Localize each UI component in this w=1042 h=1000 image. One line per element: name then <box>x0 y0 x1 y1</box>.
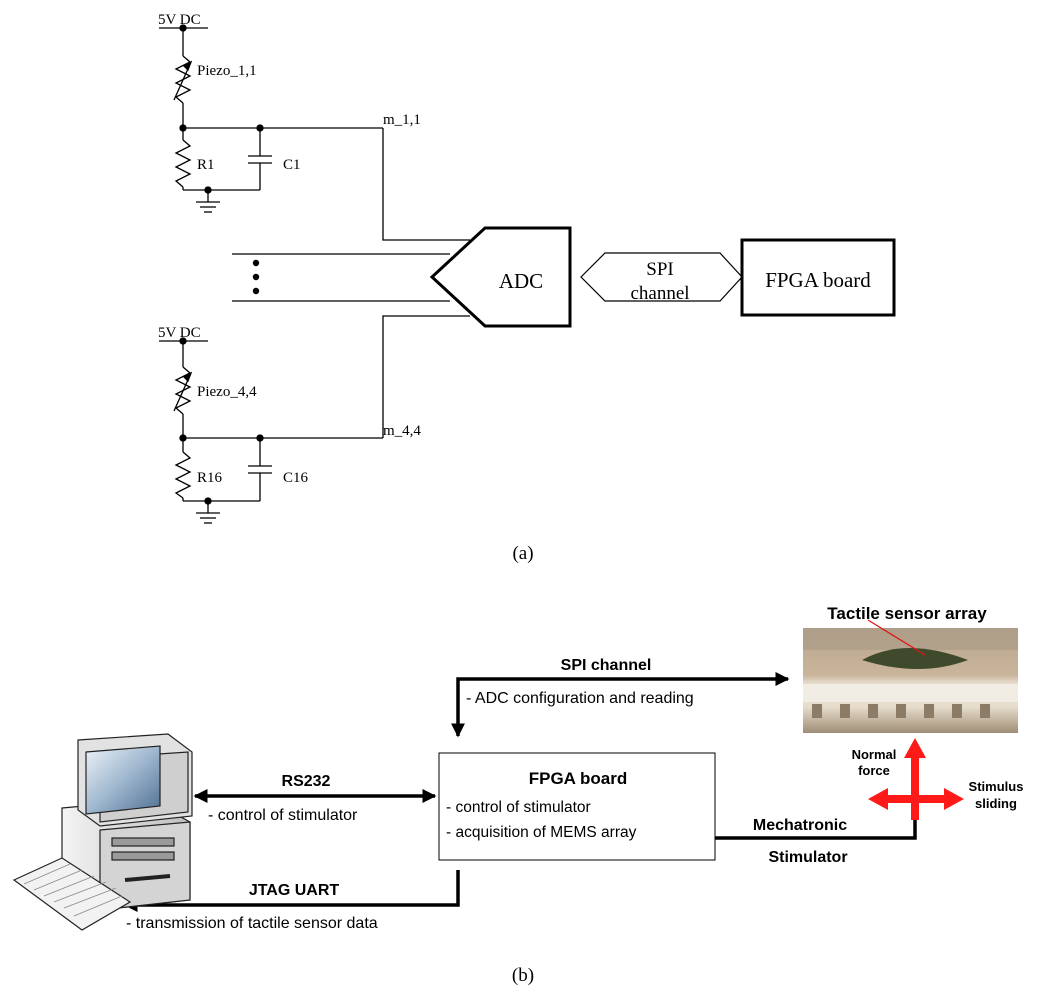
force-arrows <box>868 738 964 820</box>
resistor-r1 <box>174 139 192 188</box>
mech-line2: Stimulator <box>768 849 847 866</box>
fpga-board-box-b <box>438 752 716 861</box>
adc-block <box>429 226 572 328</box>
resistor-r16 <box>174 451 192 499</box>
jtag-arrow <box>123 870 460 912</box>
computer-icon <box>12 733 193 931</box>
rs232-title: RS232 <box>282 773 331 790</box>
fpga-label-a: FPGA board <box>765 268 871 292</box>
pc-screen <box>85 745 161 815</box>
spi-title-b: SPI channel <box>561 657 652 674</box>
m11-label: m_1,1 <box>383 112 421 128</box>
piezo-label-bottom: Piezo_4,4 <box>197 384 257 400</box>
sensor-chip <box>862 648 968 669</box>
panel-a-schematic <box>159 24 896 524</box>
stimulator-link <box>715 820 917 840</box>
c16-label: C16 <box>283 470 309 486</box>
adc-label: ADC <box>499 269 543 293</box>
fpga-title-b: FPGA board <box>529 769 628 788</box>
c1-label: C1 <box>283 157 301 173</box>
stim-line2: sliding <box>975 796 1017 811</box>
jtag-desc: - transmission of tactile sensor data <box>126 915 378 932</box>
spi-channel-arrow <box>451 672 790 738</box>
adc-input-bottom <box>382 315 470 438</box>
r16-label: R16 <box>197 470 223 486</box>
supply-label-top: 5V DC <box>158 12 201 28</box>
fpga-board-box-a <box>740 238 896 317</box>
sensor-channel-top <box>159 24 470 241</box>
ellipsis-dots <box>252 259 260 295</box>
rs232-desc: - control of stimulator <box>208 807 358 824</box>
normal-line2: force <box>858 763 890 778</box>
caption-b: (b) <box>512 965 534 986</box>
piezo-label-top: Piezo_1,1 <box>197 63 257 79</box>
spi-desc: - ADC configuration and reading <box>466 690 694 707</box>
spi-label-line2: channel <box>630 283 689 304</box>
fpga-line2: - acquisition of MEMS array <box>446 824 637 841</box>
panel-a-labels: 5V DC Piezo_1,1 R1 C1 m_1,1 5V DC Piezo_… <box>158 12 871 564</box>
r1-label: R1 <box>197 157 215 173</box>
jtag-title: JTAG UART <box>249 882 340 899</box>
sensor-channel-bottom <box>159 315 470 524</box>
tactile-sensor-photo <box>803 619 1018 733</box>
fpga-line1: - control of stimulator <box>446 799 591 816</box>
m44-label: m_4,4 <box>383 423 421 439</box>
mech-line1: Mechatronic <box>753 817 847 834</box>
stim-line1: Stimulus <box>969 779 1024 794</box>
sensor-pointer-line <box>867 619 926 656</box>
caption-a: (a) <box>512 543 533 564</box>
supply-label-bottom: 5V DC <box>158 325 201 341</box>
adc-input-top <box>382 128 470 241</box>
sensor-title: Tactile sensor array <box>827 604 987 623</box>
normal-line1: Normal <box>852 747 897 762</box>
spi-label-line1: SPI <box>646 259 673 280</box>
